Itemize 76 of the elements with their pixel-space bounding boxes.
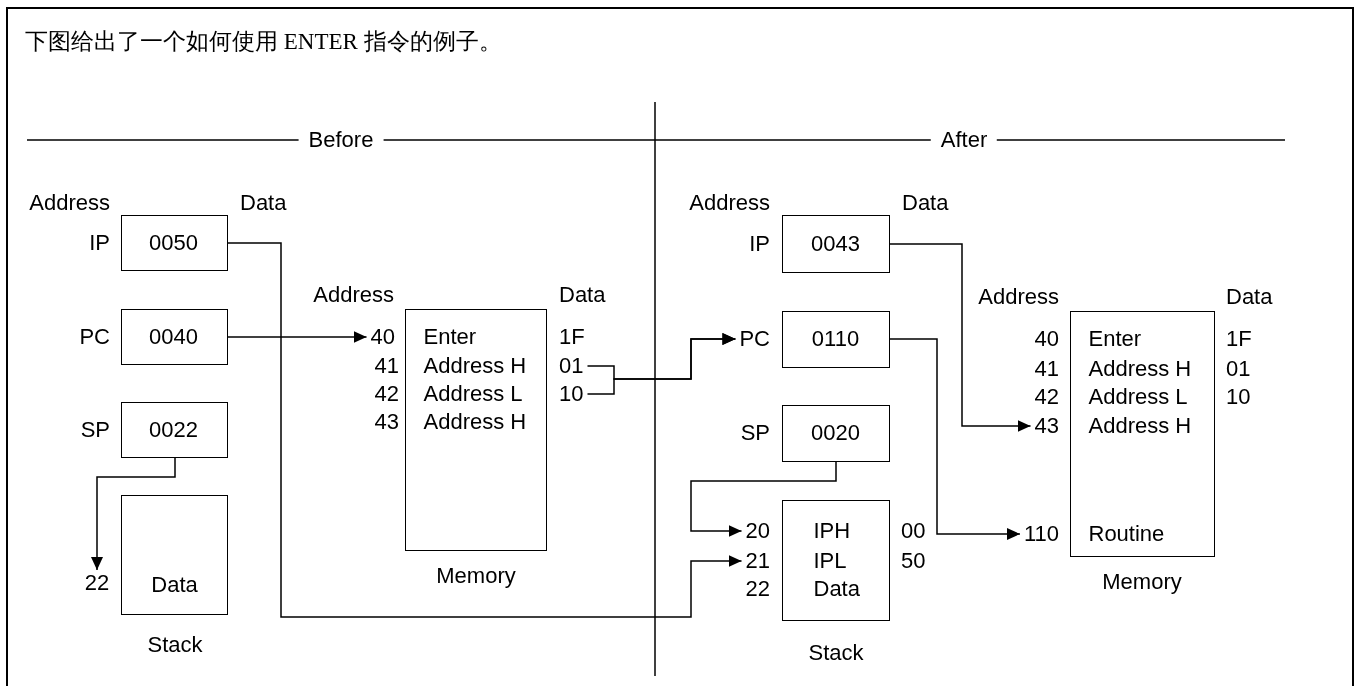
label-text: Data: [902, 190, 949, 216]
cell-text: Address L: [423, 380, 523, 407]
cell-text: Address H: [1088, 355, 1192, 382]
arrow: [227, 242, 743, 618]
arrow: [889, 243, 1032, 432]
address-text: 10: [555, 381, 588, 407]
register-name: PC: [79, 324, 110, 350]
cell-text: IPL: [813, 547, 847, 574]
address-text: 01: [555, 353, 588, 379]
address-text: 21: [741, 548, 774, 574]
label-text: 1F: [559, 324, 585, 350]
register-name: SP: [740, 420, 770, 446]
caption-text: Memory: [1102, 569, 1182, 595]
label-text: 41: [1034, 356, 1059, 382]
label-text: 00: [901, 518, 926, 544]
address-text: 40: [366, 324, 399, 350]
cell-text: Enter: [1088, 325, 1142, 352]
cell-text: Data: [813, 575, 860, 602]
label-text: Address: [29, 190, 110, 216]
register-box: [121, 215, 228, 271]
register-box: [782, 405, 890, 462]
label-text: 40: [1034, 326, 1059, 352]
cell-text: IPH: [813, 517, 851, 544]
cell-text: Enter: [423, 323, 477, 350]
address-text: 20: [741, 518, 774, 544]
arrow: [227, 331, 368, 343]
arrow: [690, 461, 837, 537]
cell-text: 0020: [811, 419, 860, 446]
label-text: 01: [1226, 356, 1251, 382]
label-text: Data: [559, 282, 606, 308]
label-text: Address: [689, 190, 770, 216]
cell-text: 0110: [811, 325, 860, 352]
address-text: 22: [80, 570, 114, 596]
label-text: 42: [374, 381, 399, 407]
stack-box: [782, 500, 890, 621]
address-text: 43: [1030, 413, 1063, 439]
cell-text: Address H: [1088, 412, 1192, 439]
stack-box: [121, 495, 228, 615]
label-text: Data: [1226, 284, 1273, 310]
label-text: Address: [313, 282, 394, 308]
label-text: 10: [1226, 384, 1251, 410]
cell-text: 0050: [149, 229, 198, 256]
register-box: [782, 215, 890, 273]
arrow: [91, 457, 176, 571]
label-text: 50: [901, 548, 926, 574]
caption-text: Stack: [147, 632, 203, 658]
caption-text: Stack: [808, 640, 864, 666]
cell-text: 0043: [811, 230, 860, 257]
label-text: Address: [978, 284, 1059, 310]
memory-box: [1070, 311, 1215, 557]
memory-box: [405, 309, 547, 551]
register-box: [782, 311, 890, 368]
cell-text: Address L: [1088, 383, 1188, 410]
cell-text: Address H: [423, 352, 527, 379]
label-text: 43: [374, 409, 399, 435]
label-text: 42: [1034, 384, 1059, 410]
heading-text: 下图给出了一个如何使用 ENTER 指令的例子。: [25, 28, 502, 56]
register-name: IP: [749, 231, 770, 257]
label-text: 41: [374, 353, 399, 379]
label-text: 22: [745, 576, 770, 602]
arrow: [889, 338, 1021, 540]
address-text: PC: [735, 326, 774, 352]
register-box: [121, 309, 228, 365]
arrow: [586, 333, 737, 395]
cell-text: 0040: [149, 323, 198, 350]
register-box: [121, 402, 228, 458]
register-name: SP: [80, 417, 110, 443]
cell-text: Data: [151, 571, 198, 598]
label-text: Data: [240, 190, 287, 216]
label-text: 1F: [1226, 326, 1252, 352]
caption-text: Memory: [436, 563, 516, 589]
cell-text: Address H: [423, 408, 527, 435]
cell-text: Routine: [1088, 520, 1165, 547]
cell-text: 0022: [149, 416, 198, 443]
address-text: 110: [1019, 521, 1063, 547]
register-name: IP: [89, 230, 110, 256]
